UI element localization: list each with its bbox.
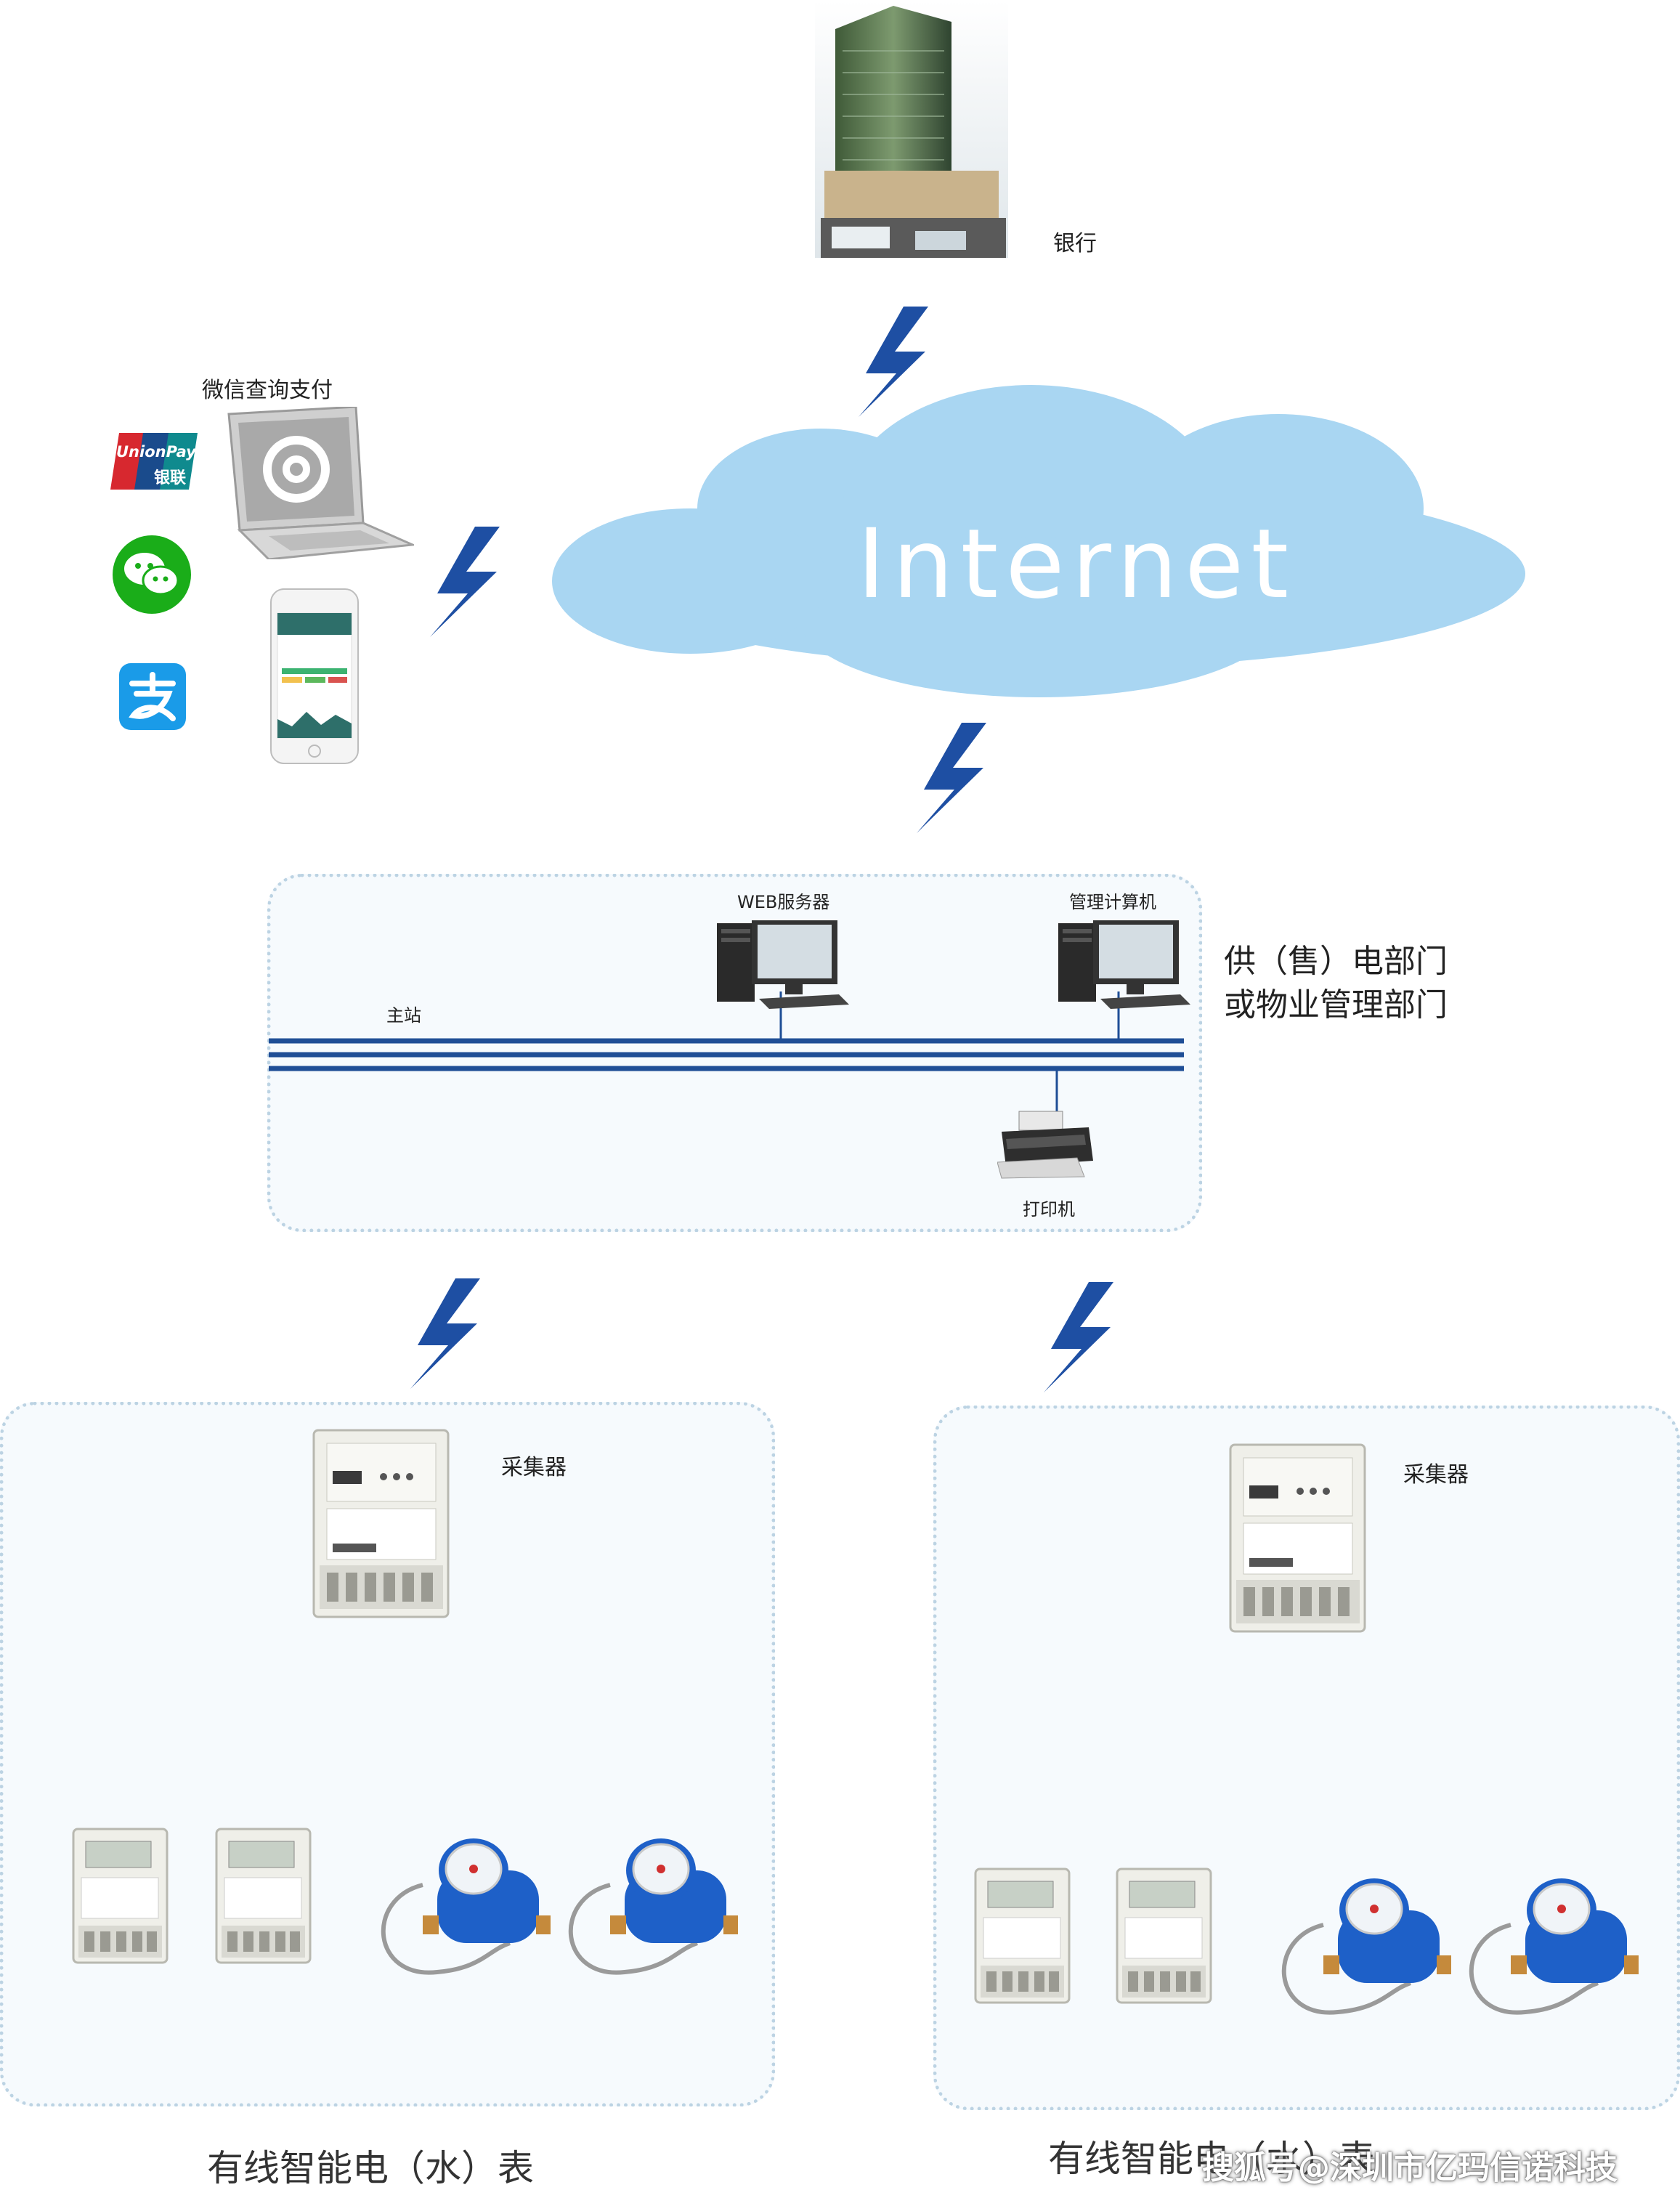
bank-label: 银行 [1053, 231, 1097, 256]
water-meter [372, 1834, 553, 1987]
department-label-line1: 供（售）电部门 [1224, 943, 1448, 980]
water-meter [1460, 1874, 1642, 2027]
electric-meter [1115, 1867, 1213, 2005]
web-server-label: WEB服务器 [737, 892, 830, 912]
water-meter [1273, 1874, 1454, 2027]
unionpay-text: UnionPay [116, 443, 196, 461]
printer-icon [997, 1110, 1095, 1179]
unionpay-cn-text: 银联 [154, 469, 187, 487]
left-group-caption: 有线智能电（水）表 [207, 2147, 534, 2189]
electric-meter [973, 1867, 1071, 2005]
electric-meter [71, 1827, 169, 1965]
electric-meter [214, 1827, 312, 1965]
wechat-icon [113, 535, 191, 614]
collector-device [1227, 1442, 1369, 1634]
management-computer-label: 管理计算机 [1069, 892, 1156, 912]
web-server-computer [715, 919, 850, 1010]
right-group-caption: 有线智能电（水）表 [1048, 2138, 1375, 2180]
bank-building-image [815, 0, 1008, 258]
smartphone-icon [270, 588, 359, 764]
laptop-icon [218, 405, 417, 561]
printer-label: 打印机 [1023, 1199, 1075, 1220]
left-meter-panel [0, 1402, 775, 2106]
master-station-label: 主站 [386, 1005, 421, 1026]
master-bus-line [269, 1038, 1184, 1071]
internet-label: Internet [857, 508, 1296, 620]
watermark-text: 搜狐号@深圳市亿玛信诺科技 [1202, 2149, 1618, 2186]
payment-title: 微信查询支付 [202, 378, 333, 403]
alipay-icon [119, 663, 186, 730]
water-meter [559, 1834, 741, 1987]
unionpay-icon: UnionPay 银联 [110, 433, 198, 490]
collector-label: 采集器 [501, 1455, 567, 1480]
department-label-line2: 或物业管理部门 [1224, 986, 1448, 1023]
internet-cloud [552, 385, 1525, 697]
collector-label: 采集器 [1403, 1462, 1469, 1488]
management-computer [1057, 919, 1191, 1010]
collector-device [311, 1427, 453, 1620]
